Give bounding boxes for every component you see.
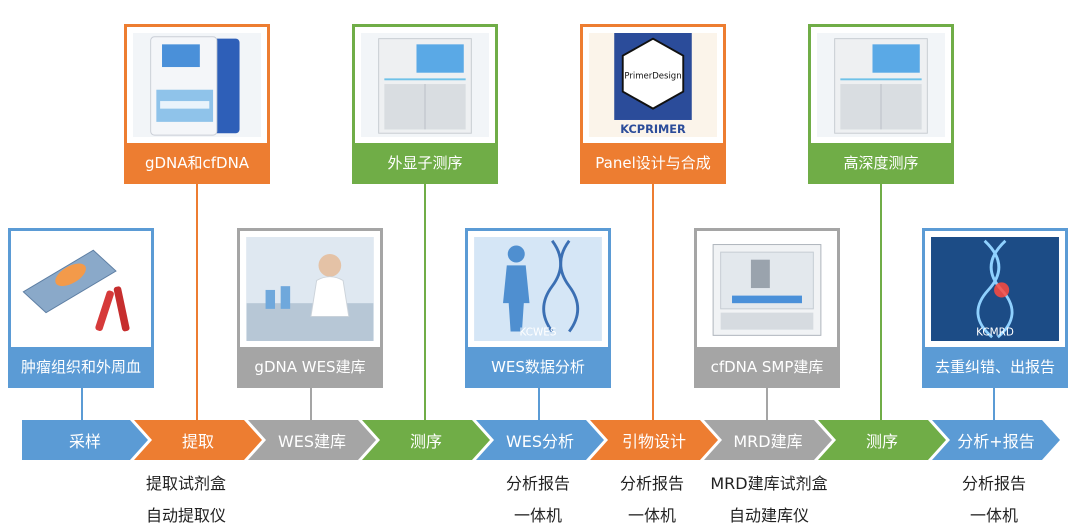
stem-deep-seq	[880, 183, 882, 420]
sub-wes-analysis-line-2: 一体机	[513, 506, 562, 525]
sub-mrd-library: MRD建库试剂盒 自动建库仪	[694, 468, 844, 532]
step-wes-analysis: WES分析	[476, 420, 604, 460]
card-extraction: gDNA和cfDNA	[124, 24, 270, 184]
primerdesign-logo-text: PrimerDesign	[624, 71, 681, 81]
card-wes-library: gDNA WES建库	[237, 228, 383, 388]
card-mrd-library-caption: cfDNA SMP建库	[697, 347, 837, 385]
card-sampling-caption: 肿瘤组织和外周血	[11, 347, 151, 385]
step-primer-design: 引物设计	[590, 420, 718, 460]
stem-exome-seq	[424, 183, 426, 420]
card-deep-seq-caption: 高深度测序	[811, 143, 951, 181]
deep-sequencer-image	[817, 33, 945, 137]
sub-analysis-report-line-2: 一体机	[969, 506, 1018, 525]
card-mrd-library: cfDNA SMP建库	[694, 228, 840, 388]
kcwes-label: KCWES	[520, 326, 557, 338]
stem-wes-lib	[310, 386, 312, 420]
card-wes-library-caption: gDNA WES建库	[240, 347, 380, 385]
step-analysis-report: 分析+报告	[932, 420, 1060, 460]
stem-mrd-lib	[766, 386, 768, 420]
sequencer-image	[361, 33, 489, 137]
sub-extraction: 提取试剂盒 自动提取仪	[126, 468, 246, 532]
step-wes-library: WES建库	[248, 420, 376, 460]
card-report-caption: 去重纠错、出报告	[925, 347, 1065, 385]
sub-primer-design-line-1: 分析报告	[619, 474, 684, 493]
card-sampling: 肿瘤组织和外周血	[8, 228, 154, 388]
card-extraction-caption: gDNA和cfDNA	[127, 143, 267, 181]
stem-report	[993, 386, 995, 420]
card-panel-design-caption: Panel设计与合成	[583, 143, 723, 181]
card-exome-seq: 外显子测序	[352, 24, 498, 184]
extractor-instrument-image	[133, 33, 261, 137]
sub-mrd-library-line-1: MRD建库试剂盒	[710, 474, 828, 493]
sub-extraction-line-2: 自动提取仪	[145, 506, 226, 525]
step-extraction: 提取	[134, 420, 262, 460]
kcwes-image: KCWES	[474, 237, 602, 341]
kcprimer-label: KCPRIMER	[620, 122, 686, 136]
card-wes-analysis-caption: WES数据分析	[468, 347, 608, 385]
card-deep-seq: 高深度测序	[808, 24, 954, 184]
sub-extraction-line-1: 提取试剂盒	[145, 474, 226, 493]
tissue-slide-blood-tubes-image	[17, 237, 145, 341]
step-sequencing-1: 测序	[362, 420, 490, 460]
sub-mrd-library-line-2: 自动建库仪	[728, 506, 809, 525]
card-exome-seq-caption: 外显子测序	[355, 143, 495, 181]
step-sampling: 采样	[22, 420, 148, 460]
sub-primer-design: 分析报告 一体机	[592, 468, 712, 532]
sub-analysis-report-line-1: 分析报告	[961, 474, 1026, 493]
step-sequencing-2: 测序	[818, 420, 946, 460]
sub-wes-analysis-line-1: 分析报告	[505, 474, 570, 493]
primerdesign-image: PrimerDesign KCPRIMER	[589, 33, 717, 137]
stem-tumor	[81, 386, 83, 420]
kcmrd-image: KCMRD	[931, 237, 1059, 341]
sub-primer-design-line-2: 一体机	[627, 506, 676, 525]
stem-extract	[196, 183, 198, 420]
sub-wes-analysis: 分析报告 一体机	[478, 468, 598, 532]
card-panel-design: PrimerDesign KCPRIMER Panel设计与合成	[580, 24, 726, 184]
lab-scientist-image	[246, 237, 374, 341]
card-wes-analysis: KCWES WES数据分析	[465, 228, 611, 388]
sub-analysis-report: 分析报告 一体机	[934, 468, 1054, 532]
card-report: KCMRD 去重纠错、出报告	[922, 228, 1068, 388]
library-prep-robot-image	[703, 237, 831, 341]
stem-panel	[652, 183, 654, 420]
stem-wes-analysis	[538, 386, 540, 420]
step-mrd-library: MRD建库	[704, 420, 832, 460]
kcmrd-label: KCMRD	[976, 326, 1014, 338]
